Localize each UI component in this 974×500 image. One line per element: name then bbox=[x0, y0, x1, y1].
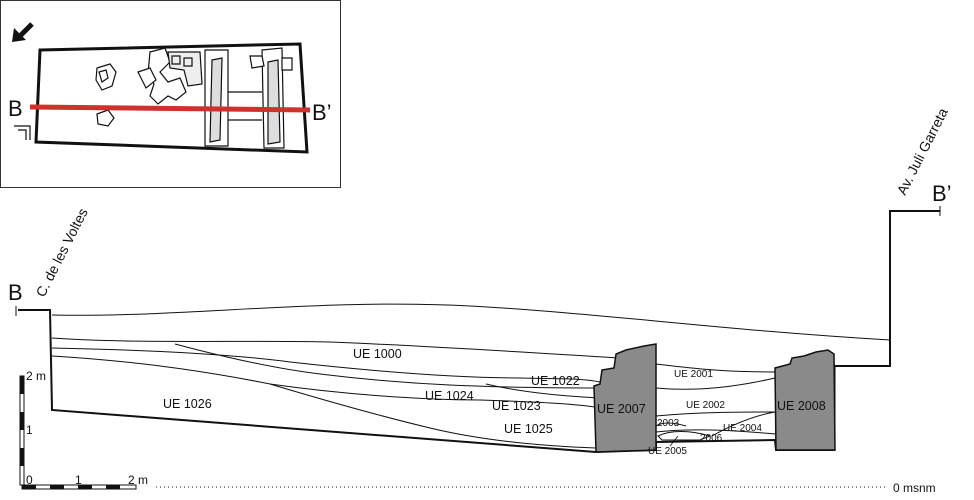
inset-marker-b: B bbox=[8, 96, 23, 121]
label-ue-2002: UE 2002 bbox=[686, 400, 725, 411]
vertical-scale-mid: 1 bbox=[26, 423, 33, 437]
section-line bbox=[29, 104, 311, 113]
horizontal-scale-one: 1 bbox=[75, 473, 82, 487]
label-ue-1024: UE 1024 bbox=[425, 389, 474, 403]
label-ue-1026: UE 1026 bbox=[163, 397, 212, 411]
vertical-scale-bar bbox=[19, 375, 25, 486]
label-ue-2008: UE 2008 bbox=[777, 399, 826, 413]
street-label-left: C. de les Voltes bbox=[32, 205, 90, 299]
datum-label: 0 msnm bbox=[893, 481, 936, 495]
vertical-scale-top: 2 m bbox=[26, 369, 46, 383]
horizontal-scale-bar bbox=[21, 484, 137, 490]
label-ue-2003: 2003 bbox=[657, 418, 680, 429]
label-ue-2007: UE 2007 bbox=[597, 402, 646, 416]
plan-features bbox=[14, 47, 293, 149]
north-arrow-icon bbox=[12, 22, 34, 42]
label-ue-2004: UE 2004 bbox=[723, 423, 762, 434]
label-ue-2006: 2006 bbox=[700, 433, 723, 444]
section-marker-b-prime: B’ bbox=[932, 181, 952, 206]
label-ue-1000: UE 1000 bbox=[353, 347, 402, 361]
inset-marker-b-prime: B’ bbox=[312, 100, 332, 125]
leader-ue-2005 bbox=[669, 435, 679, 447]
label-ue-1022: UE 1022 bbox=[531, 374, 580, 388]
label-ue-2001: UE 2001 bbox=[674, 369, 713, 380]
wall-ue-2008 bbox=[774, 349, 836, 451]
inset-plan: B B’ bbox=[0, 0, 341, 188]
label-ue-2005: UE 2005 bbox=[648, 446, 687, 457]
label-ue-1025: UE 1025 bbox=[504, 422, 553, 436]
horizontal-scale-zero: 0 bbox=[26, 473, 33, 487]
wall-ue-2007 bbox=[593, 343, 657, 453]
label-ue-1023: UE 1023 bbox=[492, 399, 541, 413]
horizontal-scale-two: 2 m bbox=[128, 473, 148, 487]
section-marker-b: B bbox=[8, 280, 23, 305]
